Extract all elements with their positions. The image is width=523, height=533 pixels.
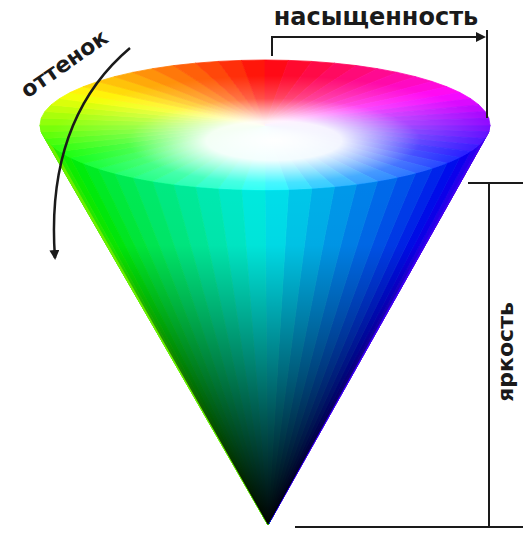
saturation-tick [271, 36, 273, 56]
saturation-arrow [272, 36, 484, 38]
white-center [40, 60, 490, 190]
saturation-bracket [486, 30, 488, 118]
hue-arrow [54, 48, 130, 258]
brightness-bottom [295, 526, 523, 528]
brightness-top [468, 182, 523, 184]
brightness-bracket [488, 183, 490, 527]
cone-top [40, 60, 490, 190]
axis-label: насыщенность [274, 5, 478, 29]
axis-label: яркость [495, 302, 517, 402]
